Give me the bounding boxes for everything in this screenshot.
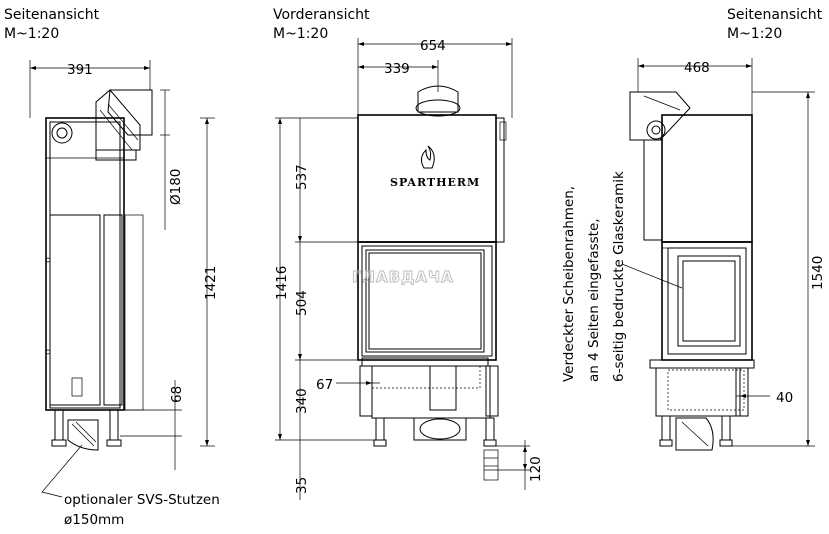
brand-text: SPARTHERM xyxy=(390,176,480,189)
front-bottom-dim: 35 xyxy=(294,477,310,494)
left-view-scale: M~1:20 xyxy=(4,26,59,42)
front-leg-dim: 120 xyxy=(528,456,544,482)
right-offset-dim: 40 xyxy=(776,390,793,406)
front-lower-section-dim: 340 xyxy=(294,388,310,414)
flame-logo-icon xyxy=(420,145,435,169)
right-view-scale: M~1:20 xyxy=(727,26,782,42)
front-window-dim: 504 xyxy=(294,290,310,316)
right-view-title: Seitenansicht xyxy=(727,7,823,23)
svs-label-line1: optionaler SVS-Stutzen xyxy=(64,492,220,508)
front-total-height-dim: 1416 xyxy=(274,266,290,300)
front-view-title: Vorderansicht xyxy=(273,7,370,23)
front-width-dim: 654 xyxy=(420,38,446,54)
right-height-dim: 1540 xyxy=(810,256,826,290)
left-flue-dim: Ø180 xyxy=(168,169,184,205)
watermark-text: ГЛАВДАЧА xyxy=(352,268,454,286)
left-depth-dim: 391 xyxy=(67,62,93,78)
right-vent-icon xyxy=(646,120,666,140)
glass-note-line3: 6-seitig bedruckte Glaskeramik xyxy=(611,171,627,382)
right-depth-dim: 468 xyxy=(684,60,710,76)
front-view: SPARTHERM ГЛАВДАЧА 654 339 xyxy=(274,38,544,500)
left-vent-icon xyxy=(51,122,73,144)
left-base-dim: 68 xyxy=(169,386,185,403)
glass-note-line2: an 4 Seiten eingefasste, xyxy=(586,218,602,382)
svs-nozzle xyxy=(67,419,99,451)
svs-label-line2: ø150mm xyxy=(64,512,124,528)
left-height-dim: 1421 xyxy=(203,266,219,300)
front-top-section-dim: 537 xyxy=(294,164,310,190)
front-flue-offset-dim: 339 xyxy=(384,61,410,77)
front-foot-offset-dim: 67 xyxy=(316,377,333,393)
right-side-view: 468 1540 40 Verdeckter Scheibenrahmen, a… xyxy=(561,58,826,451)
left-view-title: Seitenansicht xyxy=(4,7,100,23)
glass-note-line1: Verdeckter Scheibenrahmen, xyxy=(561,186,577,382)
left-side-view: 391 Ø180 1421 68 optionaler SVS-Stutzen … xyxy=(29,60,220,528)
front-view-scale: M~1:20 xyxy=(273,26,328,42)
